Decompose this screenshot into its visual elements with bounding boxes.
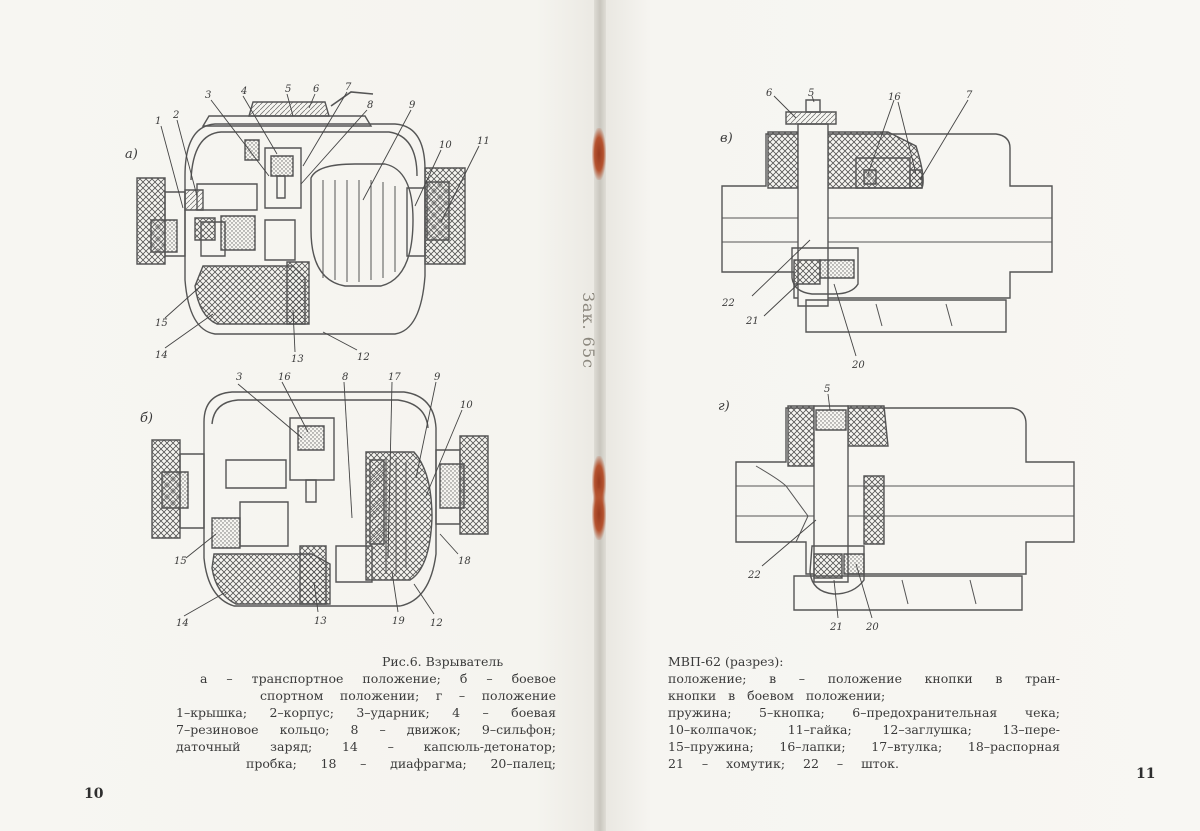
figure-title: Рис.6. Взрыватель xyxy=(382,654,504,669)
callout-number: 15 xyxy=(155,318,168,329)
binding-stitch xyxy=(592,488,606,540)
callout-labels: 6 5 16 7 22 21 20 xyxy=(721,88,973,371)
callout-number: 3 xyxy=(205,90,211,101)
fuze-diagram-combat: б) 3 16 8 17 9 10 15 14 13 19 12 18 xyxy=(140,372,489,629)
caption-line: положение; в – положение кнопки в тран- xyxy=(668,671,1060,686)
callout-number: 7 xyxy=(345,82,352,93)
caption-line: 15–пружина; 16–лапки; 17–втулка; 18–расп… xyxy=(668,739,1060,754)
caption-line: 10–колпачок; 11–гайка; 12–заглушка; 13–п… xyxy=(668,722,1060,737)
caption-line: 21 – хомутик; 22 – шток. xyxy=(668,756,899,771)
callout-number: 10 xyxy=(439,140,452,151)
callout-number: 20 xyxy=(865,622,879,633)
fuze-diagram-button-combat: г) 5 22 21 20 xyxy=(718,384,1075,633)
callout-number: 17 xyxy=(388,372,401,383)
caption-right: МВП-62 (разрез): положение; в – положени… xyxy=(668,653,1060,772)
caption-left: Рис.6. Взрыватель а – транспортное полож… xyxy=(176,653,556,772)
callout-number: 13 xyxy=(291,354,304,365)
callout-number: 12 xyxy=(357,352,370,363)
callout-number: 14 xyxy=(176,618,189,629)
callout-number: 9 xyxy=(434,372,441,383)
caption-line: кнопки в боевом положении; xyxy=(668,688,886,703)
callout-number: 5 xyxy=(808,88,814,99)
callout-number: 11 xyxy=(477,136,490,147)
left-page xyxy=(0,0,596,831)
figure-title-continued: МВП-62 (разрез): xyxy=(668,654,784,669)
callout-number: 15 xyxy=(174,556,187,567)
view-label-b: б) xyxy=(140,411,153,426)
callout-number: 9 xyxy=(409,100,416,111)
caption-line: даточный заряд; 14 – капсюль-детонатор; xyxy=(176,739,556,754)
callout-labels: 3 16 8 17 9 10 15 14 13 19 12 18 xyxy=(174,372,473,629)
callout-number: 7 xyxy=(966,90,973,101)
caption-line: спортном положении; г – положение xyxy=(260,688,556,703)
callout-number: 16 xyxy=(888,92,901,103)
fuze-diagram-button-transport: в) 6 5 16 7 22 21 20 xyxy=(720,88,1053,371)
callout-number: 14 xyxy=(155,350,168,361)
page-number-left: 10 xyxy=(84,786,104,802)
caption-line: пружина; 5–кнопка; 6–предохранительная ч… xyxy=(668,705,1060,720)
callout-number: 12 xyxy=(430,618,443,629)
book-gutter xyxy=(594,0,606,831)
callout-number: 2 xyxy=(172,110,179,121)
caption-line: а – транспортное положение; б – боевое xyxy=(200,671,556,686)
callout-number: 21 xyxy=(829,622,843,633)
callout-labels: 5 22 21 20 xyxy=(747,384,879,633)
callout-number: 4 xyxy=(240,86,247,97)
binding-stitch xyxy=(592,128,606,180)
caption-line: пробка; 18 – диафрагма; 20–палец; xyxy=(246,756,556,771)
callout-number: 21 xyxy=(745,316,759,327)
callout-number: 13 xyxy=(314,616,327,627)
callout-number: 16 xyxy=(278,372,291,383)
view-label-v: в) xyxy=(720,131,733,146)
callout-number: 1 xyxy=(155,116,161,127)
view-label-g: г) xyxy=(718,399,730,414)
handwritten-note: Зак. 65с xyxy=(579,292,598,369)
view-label-a: а) xyxy=(125,147,138,162)
caption-line: 7–резиновое кольцо; 8 – движок; 9–сильфо… xyxy=(176,722,556,737)
callout-number: 8 xyxy=(367,100,373,111)
callout-number: 5 xyxy=(824,384,830,395)
callout-number: 20 xyxy=(851,360,865,371)
callout-number: 10 xyxy=(460,400,473,411)
callout-number: 5 xyxy=(285,84,291,95)
callout-number: 22 xyxy=(747,570,761,581)
callout-number: 22 xyxy=(721,298,735,309)
caption-line: 1–крышка; 2–корпус; 3–ударник; 4 – боева… xyxy=(176,705,556,720)
callout-number: 8 xyxy=(342,372,348,383)
page-number-right: 11 xyxy=(1136,766,1156,782)
callout-number: 6 xyxy=(766,88,773,99)
callout-number: 18 xyxy=(458,556,471,567)
callout-number: 19 xyxy=(392,616,405,627)
callout-number: 3 xyxy=(236,372,242,383)
callout-number: 6 xyxy=(313,84,320,95)
